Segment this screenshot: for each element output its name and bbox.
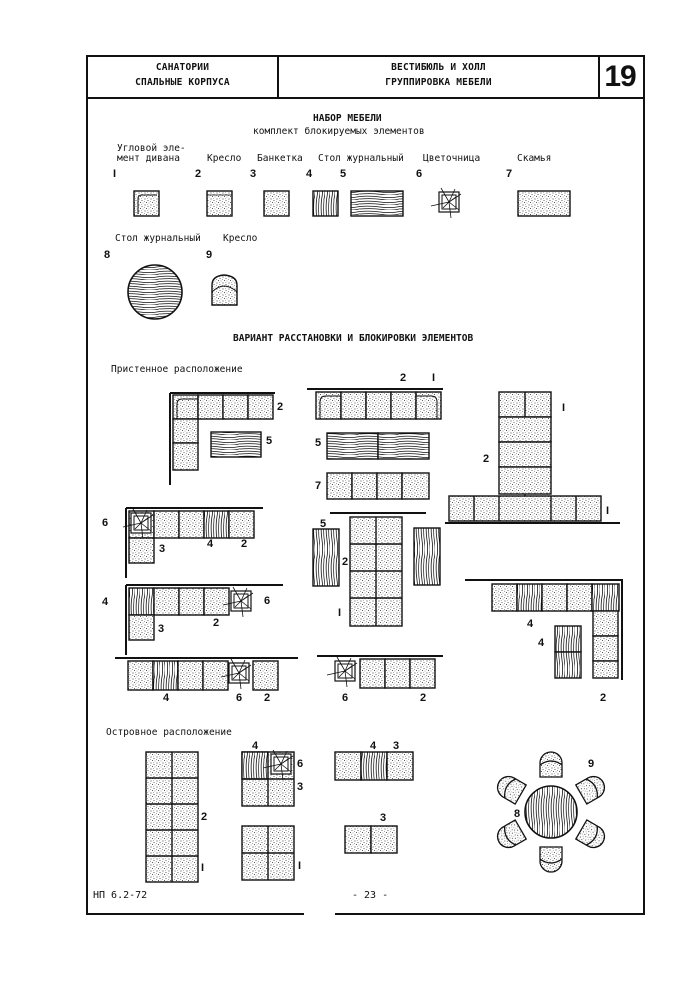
item-label: Стол журнальный [115,233,201,244]
callout-label: I [562,402,566,414]
callout-label: 4 [252,740,259,752]
callout-label: 6 [236,692,243,704]
callout-label: I [201,862,205,874]
item-label: Скамья [517,153,552,164]
item-number: 3 [250,168,257,180]
callout-label: 2 [400,372,407,384]
callout-label: 2 [342,556,349,568]
callout-label: 4 [163,692,170,704]
header-divider [86,97,643,99]
item-number: 9 [206,249,213,261]
callout-label: 4 [102,596,109,608]
callout-label: 6 [264,595,271,607]
callout-label: 4 [207,538,214,550]
bottom-border-right [335,913,643,915]
callout-label: 3 [380,812,387,824]
item-label: мент дивана [117,153,180,164]
item-label: Угловой эле- [117,143,186,154]
callout-label: 5 [320,518,327,530]
callout-label: 2 [264,692,271,704]
callout-label: 5 [266,435,273,447]
callout-label: 4 [538,637,545,649]
page-number: - 23 - [352,890,389,901]
set-subtitle: комплект блокируемых элементов [253,126,425,137]
item-label: Стол журнальный [318,153,404,164]
header-center-line1: ВЕСТИБЮЛЬ И ХОЛЛ [391,62,486,73]
set-title: НАБОР МЕБЕЛИ [313,113,382,124]
item-number: 8 [104,249,111,261]
callout-label: I [432,372,436,384]
item-label: Цветочница [423,153,481,164]
callout-label: 5 [315,437,322,449]
callout-label: 2 [420,692,427,704]
callout-label: I [338,607,342,619]
header-left-line2: СПАЛЬНЫЕ КОРПУСА [135,77,230,88]
callout-label: 6 [297,758,304,770]
callout-label: 2 [600,692,607,704]
header-column-divider [598,55,600,98]
item-number: I [113,168,117,180]
header-center: ВЕСТИБЮЛЬ И ХОЛЛ ГРУППИРОВКА МЕБЕЛИ [279,60,598,90]
callout-label: 9 [588,758,595,770]
callout-label: I [606,505,610,517]
sheet-number: 19 [604,60,636,93]
doc-code: НП 6.2-72 [93,890,148,901]
callout-label: 3 [158,623,165,635]
callout-label: 3 [297,781,304,793]
callout-label: 4 [527,618,534,630]
item-number: 6 [416,168,423,180]
callout-label: 2 [201,811,208,823]
callout-label: 6 [342,692,349,704]
island-section-title: Островное расположение [106,727,232,738]
callout-label: I [298,860,302,872]
callout-label: 3 [159,543,166,555]
callout-label: 2 [483,453,490,465]
item-label: Банкетка [257,153,303,164]
callout-label: 8 [514,808,521,820]
bottom-border-left [86,913,304,915]
callout-label: 6 [102,517,109,529]
callout-label: 4 [370,740,377,752]
callout-label: 2 [213,617,220,629]
wall-section-title: Пристенное расположение [111,364,243,375]
item-number: 2 [195,168,202,180]
item-number: 5 [340,168,347,180]
header-left-line1: САНАТОРИИ [155,62,210,73]
callout-label: 3 [393,740,400,752]
item-label: Кресло [223,233,258,244]
item-label: Кресло [207,153,242,164]
item-number: 7 [506,168,513,180]
callout-label: 2 [277,401,284,413]
callout-label: 2 [241,538,248,550]
header-left: САНАТОРИИ СПАЛЬНЫЕ КОРПУСА [88,60,277,90]
item-number: 4 [306,168,313,180]
arrangement-title: ВАРИАНТ РАССТАНОВКИ И БЛОКИРОВКИ ЭЛЕМЕНТ… [233,333,474,344]
page-frame [86,55,645,915]
header-center-line2: ГРУППИРОВКА МЕБЕЛИ [385,77,492,88]
header-column-divider [277,55,279,98]
callout-label: 7 [315,480,322,492]
